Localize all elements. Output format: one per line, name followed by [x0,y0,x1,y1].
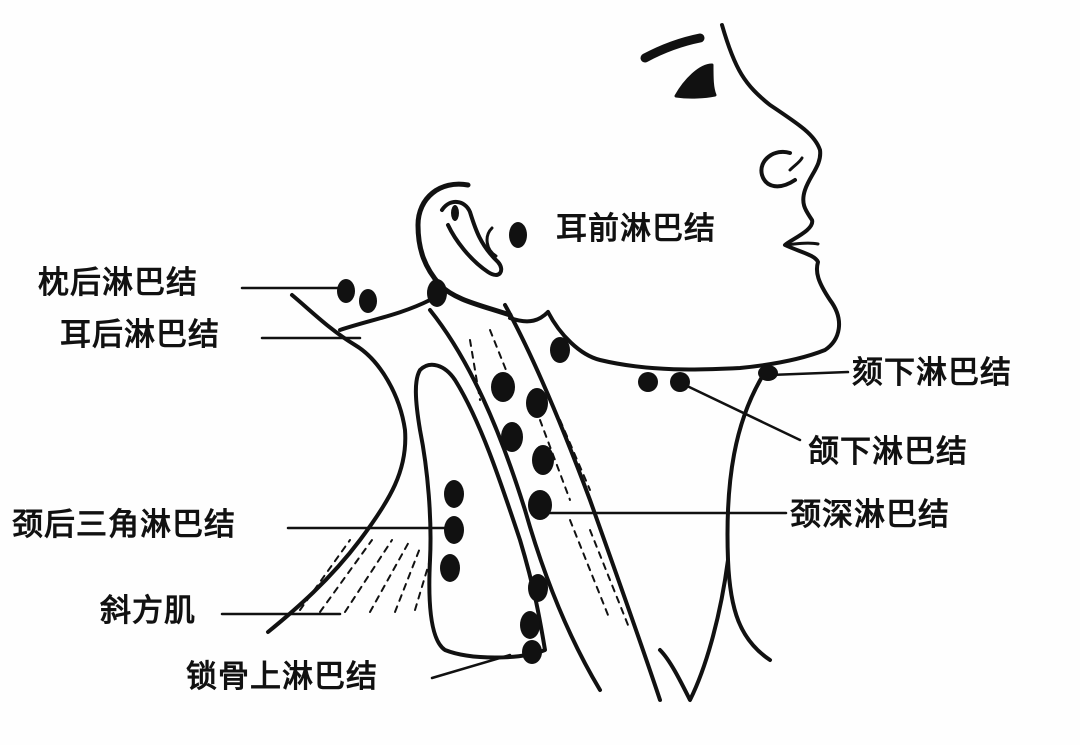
label-deep-cervical-lymph-node: 颈深淋巴结 [790,497,950,533]
node-submandibular-1 [638,372,658,392]
label-postauricular-lymph-node: 耳后淋巴结 [60,317,220,353]
scm-muscle-front [503,303,662,702]
node-deep-1 [491,372,515,402]
label-occipital-lymph-node: 枕后淋巴结 [38,265,198,301]
node-posterior-1 [444,480,464,508]
nostril-inner [788,156,804,172]
label-trapezius-muscle: 斜方肌 [100,593,196,629]
node-supraclavicular-3 [522,640,542,664]
throat-v [658,558,730,702]
node-posterior-2 [444,516,464,544]
leader-supraclavicular [430,653,512,680]
ear-canal [451,205,459,221]
node-deep-4 [532,445,554,475]
node-postauricular [427,279,447,307]
lips-line [783,241,820,247]
nostril [759,149,797,189]
label-posterior-triangle-lymph-node: 颈后三角淋巴结 [12,507,236,543]
node-posterior-3 [440,554,460,582]
eyebrow [640,33,705,63]
node-preauricular [509,222,527,248]
node-supraclavicular-1 [528,574,548,602]
ear-inner [440,200,504,277]
leader-submandibular [683,383,802,442]
node-submandibular-upper [550,337,570,363]
leader-lines [220,286,850,680]
node-deep-2 [526,388,548,418]
inner-loop-outline [413,362,547,660]
neck-back-outline [266,293,408,634]
leader-submental [768,370,850,377]
label-preauricular-lymph-node: 耳前淋巴结 [556,211,716,247]
trapezius-hatching [299,329,631,631]
lymph-nodes [337,222,778,664]
label-supraclavicular-lymph-node: 锁骨上淋巴结 [186,659,378,695]
face-profile-outline [546,23,841,372]
scm-muscle-back [428,308,602,692]
ear-tragus [485,226,498,258]
label-submental-lymph-node: 颏下淋巴结 [852,355,1012,391]
node-occipital-2 [359,289,377,313]
ear-outer [415,181,513,318]
jaw-line [508,310,550,324]
node-deep-5 [528,490,552,520]
node-supraclavicular-2 [520,611,540,639]
eye [674,63,717,99]
occipital-line [338,298,432,332]
node-occipital-1 [337,279,355,303]
label-submandibular-lymph-node: 颌下淋巴结 [808,434,968,470]
node-deep-3 [501,422,523,452]
node-submental [758,365,778,381]
node-submandibular-2 [670,372,690,392]
